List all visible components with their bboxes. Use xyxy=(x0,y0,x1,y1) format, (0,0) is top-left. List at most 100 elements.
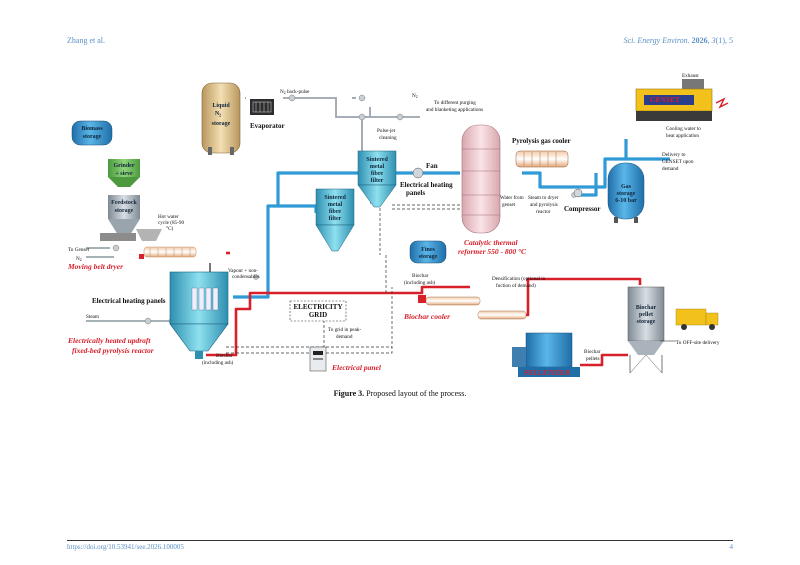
footer-divider xyxy=(67,540,733,541)
biochar-mid-labels: Biochar (including ash) xyxy=(404,273,436,286)
fines-storage: Fines storage xyxy=(409,240,447,264)
moving-belt-dryer xyxy=(139,246,197,259)
svg-text:GENSET: GENSET xyxy=(650,95,680,104)
svg-text:Hot water: Hot water xyxy=(158,214,179,220)
biochar-cooler: Biochar cooler Densification (optional i… xyxy=(403,275,546,321)
svg-text:reformer 550 - 800 °C: reformer 550 - 800 °C xyxy=(458,247,527,256)
svg-text:pellet: pellet xyxy=(639,312,653,318)
svg-text:Feedstock: Feedstock xyxy=(111,200,137,206)
svg-text:storage: storage xyxy=(419,254,438,260)
svg-text:Exhaust: Exhaust xyxy=(682,73,699,79)
svg-text:PELLETIZER: PELLETIZER xyxy=(524,368,570,377)
svg-text:N2: N2 xyxy=(412,93,418,99)
running-header-authors: Zhang et al. xyxy=(67,36,105,45)
svg-text:Electrical heating: Electrical heating xyxy=(400,181,453,189)
svg-text:Catalytic thermal: Catalytic thermal xyxy=(464,238,518,247)
biomass-storage: Biomass storage xyxy=(71,120,113,146)
liquid-n2-storage: Liquid N2 storage xyxy=(201,82,241,155)
reactor-labels: Vapour + non- condensables Electrical he… xyxy=(67,268,260,366)
svg-text:storage: storage xyxy=(617,191,636,197)
svg-text:and pyrolysis: and pyrolysis xyxy=(530,202,558,208)
svg-text:6-10 bar: 6-10 bar xyxy=(615,198,637,204)
svg-text:metal: metal xyxy=(370,164,385,170)
svg-text:heat application: heat application xyxy=(666,133,699,139)
svg-text:demand: demand xyxy=(336,334,353,340)
evaporator: Evaporator xyxy=(250,99,285,130)
svg-text:cleaning: cleaning xyxy=(379,135,397,141)
svg-text:storage: storage xyxy=(83,134,102,140)
svg-text:(including ash): (including ash) xyxy=(404,279,436,286)
svg-text:Water from: Water from xyxy=(500,194,524,201)
svg-text:condensables: condensables xyxy=(232,274,260,280)
svg-text:N2: N2 xyxy=(76,256,82,262)
svg-text:and blanketing applications: and blanketing applications xyxy=(426,107,483,113)
svg-text:Biochar: Biochar xyxy=(636,305,657,311)
fan-icon: Fan xyxy=(412,162,438,179)
svg-text:N2 back-pulse: N2 back-pulse xyxy=(280,89,310,95)
svg-text:pellets: pellets xyxy=(586,356,600,362)
svg-text:ELECTRICITY: ELECTRICITY xyxy=(293,303,342,311)
svg-text:(including ash): (including ash) xyxy=(202,359,234,366)
svg-text:To grid in peak-: To grid in peak- xyxy=(328,327,361,333)
doi-link[interactable]: https://doi.org/10.53941/see.2026.100005 xyxy=(67,543,184,551)
pelletizer: PELLETIZER Biochar pellets xyxy=(512,332,601,377)
svg-text:To different purging: To different purging xyxy=(434,99,476,106)
svg-text:filter: filter xyxy=(329,216,342,222)
svg-text:°C): °C) xyxy=(166,225,174,232)
page-number: 4 xyxy=(729,543,734,551)
svg-text:Vapour + non-: Vapour + non- xyxy=(228,268,258,274)
sintered-filter-a: Sintered metal fibre filter xyxy=(357,150,397,208)
svg-text:Cooling water to: Cooling water to xyxy=(666,126,701,132)
svg-text:metal: metal xyxy=(328,202,343,208)
svg-text:fuction of demand): fuction of demand) xyxy=(496,282,536,289)
svg-text:demand: demand xyxy=(662,166,679,172)
gas-storage: Gas storage 6-10 bar xyxy=(607,162,645,223)
truck-icon: To OFF-site delivery xyxy=(660,308,720,346)
svg-text:fixed-bed pyrolysis reactor: fixed-bed pyrolysis reactor xyxy=(72,346,154,355)
svg-text:Sintered: Sintered xyxy=(366,157,388,163)
svg-text:storage: storage xyxy=(637,319,656,325)
svg-text:Delivery to: Delivery to xyxy=(662,152,686,158)
svg-text:Grinder: Grinder xyxy=(114,163,135,169)
svg-text:Electrical heating panels: Electrical heating panels xyxy=(92,297,166,305)
svg-text:Fan: Fan xyxy=(426,162,438,170)
biochar-pellet-storage: Biochar pellet storage xyxy=(627,286,665,374)
svg-text:fibre: fibre xyxy=(371,171,384,177)
svg-text:Compressor: Compressor xyxy=(564,205,600,213)
running-header-journal: Sci. Energy Environ. 2026, 3(1), 5 xyxy=(623,36,733,45)
svg-text:Electrical panel: Electrical panel xyxy=(331,363,382,372)
svg-text:filter: filter xyxy=(371,178,384,184)
figure-caption: Figure 3. Proposed layout of the process… xyxy=(333,389,467,398)
svg-text:Pyrolysis gas cooler: Pyrolysis gas cooler xyxy=(512,137,571,145)
svg-text:fibre: fibre xyxy=(329,209,342,215)
pyrolysis-reactor xyxy=(169,263,229,359)
electrical-panel: Electrical panel xyxy=(309,346,382,372)
process-layout-figure: Liquid N2 storage Evaporator N2 back-pul… xyxy=(67,73,729,377)
svg-text:Pulse-jet: Pulse-jet xyxy=(377,128,396,134)
genset: GENSET Exhaust Cooling water to heat app… xyxy=(635,73,729,172)
n2-labels: N2 back-pulse N2 To different purging an… xyxy=(280,89,483,141)
catalytic-reformer: Electrical heating panels Catalytic ther… xyxy=(400,124,527,256)
svg-text:Biochar: Biochar xyxy=(412,273,429,279)
svg-text:Biomass: Biomass xyxy=(81,126,103,132)
sintered-filter-b: Sintered metal fibre filter xyxy=(315,188,355,252)
svg-text:Densification (optional in: Densification (optional in xyxy=(492,275,546,282)
svg-text:Biochar cooler: Biochar cooler xyxy=(403,312,450,321)
dryer-labels: Hot water cycle (85-90 °C) To Genset N2 … xyxy=(67,214,184,271)
svg-text:storage: storage xyxy=(212,121,231,127)
svg-text:Steam to dryer: Steam to dryer xyxy=(528,195,559,201)
feed-screw xyxy=(100,229,162,241)
grinder-sieve: Grinder + sieve xyxy=(108,159,140,187)
feedstock-storage: Feedstock storage xyxy=(108,195,140,235)
svg-text:Evaporator: Evaporator xyxy=(250,122,285,130)
grey-pipes xyxy=(86,97,420,322)
svg-text:To Genset: To Genset xyxy=(68,247,90,253)
svg-text:Fines: Fines xyxy=(421,247,435,253)
svg-text:To OFF-site delivery: To OFF-site delivery xyxy=(676,340,720,346)
svg-text:reactor: reactor xyxy=(536,209,551,215)
svg-text:Gas: Gas xyxy=(621,184,632,190)
svg-text:panels: panels xyxy=(406,189,425,197)
svg-text:Liquid: Liquid xyxy=(212,103,230,109)
svg-text:Sintered: Sintered xyxy=(324,195,346,201)
blue-pipes xyxy=(233,139,670,299)
